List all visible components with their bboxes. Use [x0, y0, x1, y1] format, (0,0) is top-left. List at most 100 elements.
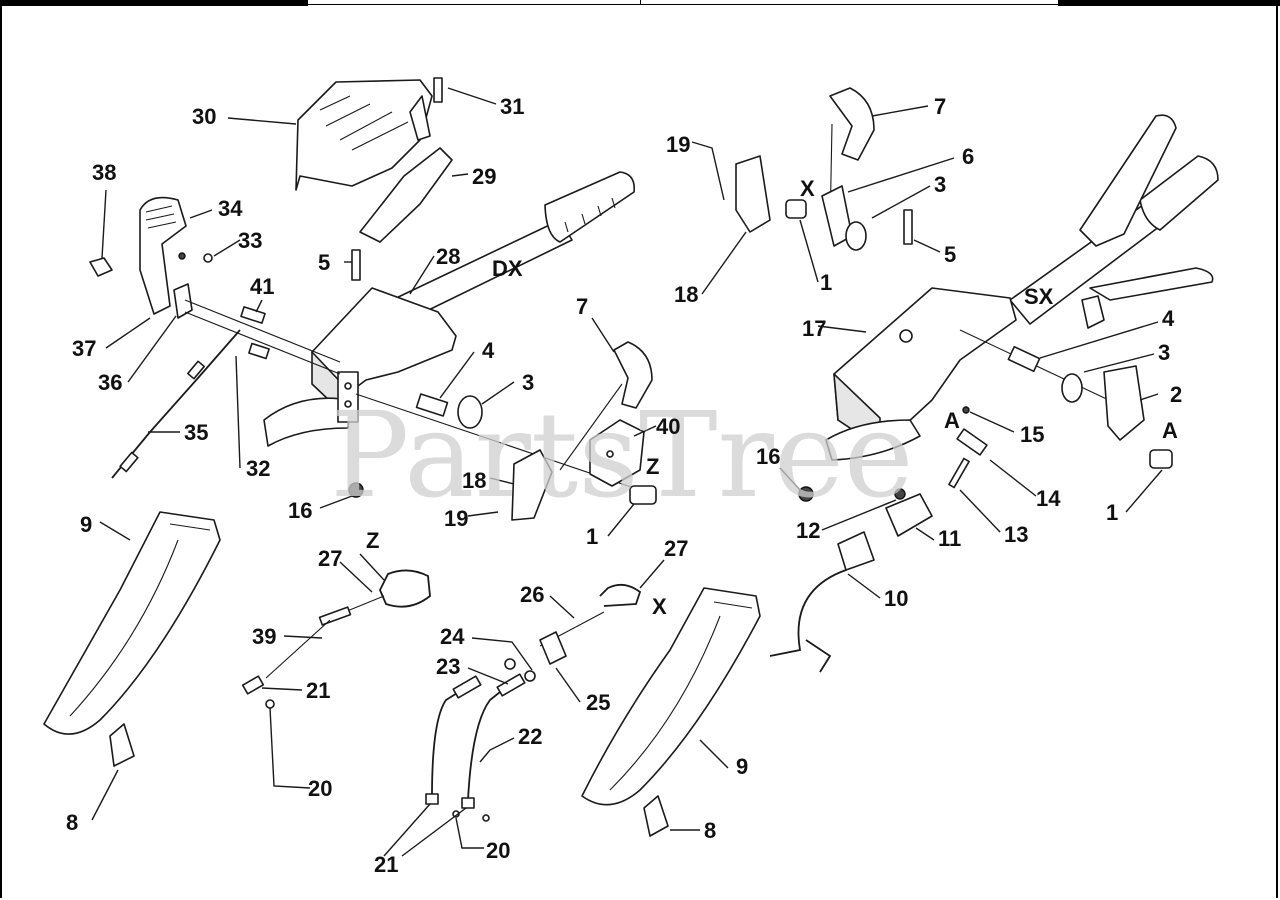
leader-7-left [591, 317, 615, 353]
callout-38: 38 [92, 160, 116, 185]
plate-36 [173, 283, 193, 319]
callout-5-left: 5 [318, 250, 330, 275]
callout-31: 31 [500, 94, 524, 119]
leader-16-right [779, 467, 801, 491]
tab-hole-1 [344, 382, 352, 390]
callout-19-right: 19 [666, 132, 690, 157]
screw-5-left [351, 249, 361, 281]
bracket-25 [539, 631, 567, 665]
part-2 [1103, 365, 1145, 441]
knob-1-right-top [785, 199, 807, 219]
callout-7-right: 7 [934, 94, 946, 119]
callout-3-right-top: 3 [934, 172, 946, 197]
leader-19-left [467, 511, 499, 517]
callout-5-right: 5 [944, 242, 956, 267]
part-18-right [735, 155, 771, 233]
washer-33 [203, 253, 213, 263]
leader-38 [101, 189, 107, 259]
leader-20-left [269, 707, 311, 789]
callout-18-right: 18 [674, 282, 698, 307]
switch-11 [885, 493, 933, 537]
leader-31 [447, 87, 497, 105]
lever-7-rod [559, 383, 623, 471]
spring-23b [496, 673, 526, 697]
callout-z-left: Z [646, 454, 659, 479]
callout-25: 25 [586, 690, 610, 715]
cable-22a [431, 679, 479, 797]
leader-3-right [1083, 353, 1155, 373]
leader-18-right [701, 231, 747, 295]
leader-26 [549, 595, 575, 619]
callout-19-left: 19 [444, 506, 468, 531]
callout-4-left: 4 [482, 338, 495, 363]
leader-9-left [99, 521, 131, 541]
right-grip-cover-assembly [581, 587, 761, 837]
callout-20-bottom: 20 [486, 838, 510, 863]
screw-5-right [903, 209, 913, 245]
connector-10 [837, 531, 875, 571]
block-40 [589, 419, 645, 487]
callout-33: 33 [238, 228, 262, 253]
callout-9-right: 9 [736, 754, 748, 779]
tab-hole-2 [344, 400, 352, 408]
right-lower-lever [1089, 267, 1214, 301]
leader-36 [127, 315, 177, 383]
callout-23: 23 [436, 654, 460, 679]
leader-37 [105, 317, 151, 349]
leader-41 [255, 299, 263, 313]
fitting-21-left [241, 675, 265, 695]
leader-13 [959, 489, 1001, 533]
callout-18-left: 18 [462, 468, 486, 493]
nut-16-right [798, 486, 814, 502]
cable-35-fitting [186, 360, 206, 380]
callout-9-left: 9 [80, 512, 92, 537]
leader-6 [847, 157, 955, 193]
callout-sx: SX [1024, 284, 1054, 309]
top-bar-cell-2 [640, 0, 1058, 5]
spring-23a [452, 675, 482, 699]
callout-35: 35 [184, 420, 208, 445]
callout-8-left: 8 [66, 810, 78, 835]
callout-a-right: A [1162, 418, 1178, 443]
leader-33 [213, 239, 241, 257]
leader-22 [479, 737, 515, 763]
top-bar-left [0, 0, 308, 6]
left-cover [295, 79, 433, 191]
callout-37: 37 [72, 336, 96, 361]
callout-1-left: 1 [586, 524, 598, 549]
right-lever-bracket [1081, 295, 1105, 329]
pin-14 [956, 428, 988, 456]
callout-1-right-top: 1 [820, 270, 832, 295]
leader-32 [235, 355, 241, 469]
watermark-text: PartsTree [330, 386, 914, 524]
left-bracket-tab [337, 371, 359, 423]
housing-hole [899, 329, 913, 343]
callout-41: 41 [250, 274, 274, 299]
leader-19-right [691, 141, 725, 201]
callout-1-right: 1 [1106, 500, 1118, 525]
left-grip-cover-assembly [43, 511, 221, 821]
callout-7-left: 7 [576, 294, 588, 319]
callout-a-left: A [944, 408, 960, 433]
leader-15 [969, 411, 1015, 433]
leader-25 [555, 667, 581, 703]
leader-34 [189, 209, 213, 219]
left-cover-detail [319, 95, 409, 151]
leader-8-left [91, 769, 119, 821]
washer-3-right [1061, 373, 1083, 403]
fitting-21-a [425, 793, 439, 805]
leader-2 [1139, 393, 1159, 401]
leader-7-right [871, 105, 929, 117]
leader-5-right [913, 239, 941, 253]
washer-3-left [457, 395, 483, 429]
leader-27-right [639, 559, 665, 589]
diagram-frame [0, 6, 1278, 898]
leader-3-left [481, 381, 515, 405]
callout-27-right: 27 [664, 536, 688, 561]
callout-14: 14 [1036, 486, 1061, 511]
screw-20-left [265, 699, 275, 709]
callout-21-left: 21 [306, 678, 330, 703]
callout-3-left: 3 [522, 370, 534, 395]
